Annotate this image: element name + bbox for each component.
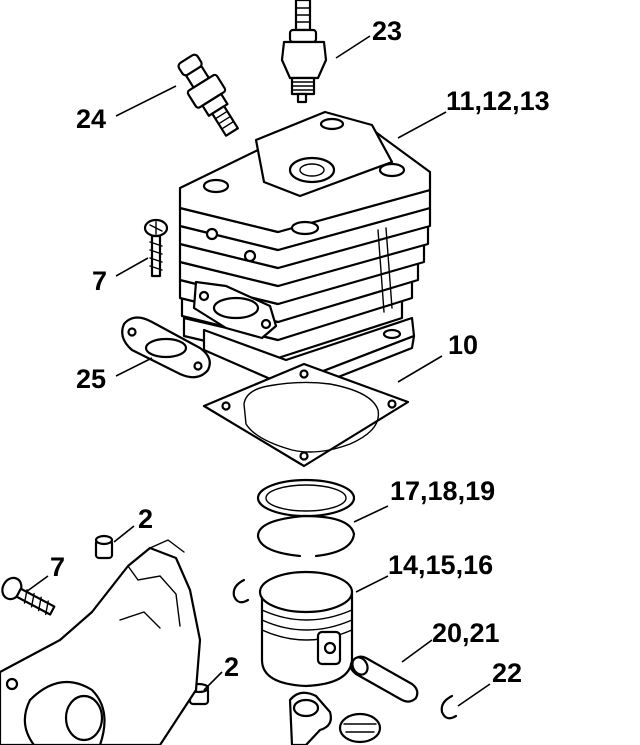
circlip-left xyxy=(232,578,250,604)
callout-7-bottom: 7 xyxy=(50,552,65,582)
leader-lines xyxy=(25,35,491,707)
callout-24: 24 xyxy=(76,104,106,134)
callout-25: 25 xyxy=(76,364,106,394)
connecting-rod xyxy=(288,691,382,745)
base-gasket xyxy=(202,362,410,468)
screw-top xyxy=(143,218,169,278)
piston xyxy=(258,570,354,688)
piston-pin xyxy=(349,655,419,703)
decompression-valve xyxy=(177,53,239,137)
callout-17-18-19: 17,18,19 xyxy=(390,476,495,506)
screw-bottom xyxy=(1,576,56,616)
callout-23: 23 xyxy=(372,16,402,46)
callout-11-12-13: 11,12,13 xyxy=(446,86,550,116)
sleeve-top xyxy=(94,534,114,560)
crankcase xyxy=(0,539,202,745)
exhaust-gasket xyxy=(121,316,211,379)
callout-22: 22 xyxy=(492,658,522,688)
cylinder xyxy=(178,110,432,394)
callout-20-21: 20,21 xyxy=(432,618,500,648)
callout-10: 10 xyxy=(448,330,478,360)
spark-plug xyxy=(280,0,328,104)
callout-14-15-16: 14,15,16 xyxy=(388,550,493,580)
callout-2-top: 2 xyxy=(138,504,153,534)
callout-2-bottom: 2 xyxy=(224,652,239,682)
callout-7-top: 7 xyxy=(92,266,107,296)
circlip-right xyxy=(440,694,458,720)
piston-rings xyxy=(256,478,356,558)
